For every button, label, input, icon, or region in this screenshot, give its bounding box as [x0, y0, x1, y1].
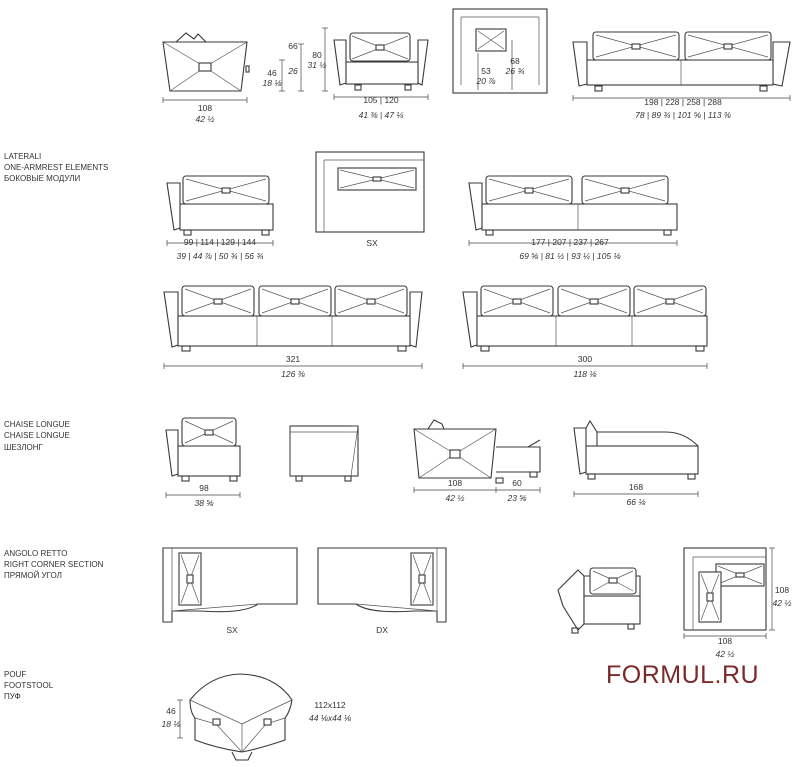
dim-side-cm: 108	[198, 103, 212, 113]
dim-chaise-ext-in: 23 ⅝	[507, 493, 528, 503]
dim-seat53: 53	[481, 66, 491, 76]
dim-sofa-in: 78 | 89 ¾ | 101 ⅝ | 113 ⅜	[635, 110, 732, 120]
three-seat-sofa-front-view-a: 321 126 ⅜	[163, 285, 423, 379]
dim-chaise-cm: 98	[199, 483, 209, 493]
section-angolo-en: RIGHT CORNER SECTION	[4, 560, 104, 569]
dim-h46: 46	[267, 68, 277, 78]
section-lateral-ru: БОКОВЫЕ МОДУЛИ	[4, 174, 80, 183]
section-pouf-en: FOOTSTOOL	[4, 681, 54, 690]
label-sx: SX	[366, 238, 378, 248]
dim-chaise-in: 38 ⅝	[195, 498, 215, 508]
section-chaise-en: CHAISE LONGUE	[4, 431, 70, 440]
label-corner-sx: SX	[226, 625, 238, 635]
armchair-front-view: 105 | 120 41 ⅜ | 47 ¼	[333, 32, 429, 120]
dim-chaise-len-in: 66 ⅛	[627, 497, 647, 507]
dim-h66: 66	[288, 41, 298, 51]
dim-three2-cm: 300	[578, 354, 592, 364]
dim-armchair-cm: 105 | 120	[363, 95, 399, 105]
section-lateral-it: LATERALI	[4, 152, 41, 161]
three-seat-sofa-front-view-b: 300 118 ⅛	[462, 285, 708, 379]
height-dimensions: 46 18 ⅛ 66 26 80 31 ½	[263, 27, 328, 92]
dim-seat68-in: 26 ¾	[505, 66, 525, 76]
chaise-front-view: 98 38 ⅝	[165, 417, 241, 508]
dim-pouf-size-in: 44 ⅛x44 ⅛	[309, 713, 352, 723]
dim-corner-w-cm: 108	[718, 636, 732, 646]
one-arm-element-front-view: 99 | 114 | 129 | 144 39 | 44 ⅞ | 50 ¾ | …	[166, 175, 274, 261]
dim-seat68: 68	[510, 56, 520, 66]
corner-perspective-view	[557, 567, 641, 634]
dim-seat53-in: 20 ⅞	[476, 76, 496, 86]
dim-pouf-h-in: 18 ⅛	[162, 719, 182, 729]
dim-corner-h-in: 42 ½	[773, 598, 792, 608]
section-angolo-ru: ПРЯМОЙ УГОЛ	[4, 571, 62, 580]
pouf-perspective-view: 46 18 ⅛ 112x112 44 ⅛x44 ⅛	[162, 673, 352, 761]
armchair-top-view: 53 20 ⅞ 68 26 ¾	[452, 8, 548, 94]
section-chaise-ru: ШЕЗЛОНГ	[4, 443, 43, 452]
dim-lat1-in: 39 | 44 ⅞ | 50 ¾ | 56 ¾	[177, 251, 264, 261]
dim-sofa-cm: 198 | 228 | 258 | 288	[644, 97, 722, 107]
section-angolo-it: ANGOLO RETTO	[4, 549, 67, 558]
dim-chaise-side-cm: 108	[448, 478, 462, 488]
dim-h80: 80	[312, 50, 322, 60]
chaise-back-view	[289, 425, 359, 482]
dim-three2-in: 118 ⅛	[573, 369, 597, 379]
dim-lat2-in: 69 ⅝ | 81 ½ | 93 ¼ | 105 ⅛	[519, 251, 621, 261]
dim-lat1-cm: 99 | 114 | 129 | 144	[184, 237, 256, 247]
dim-armchair-in: 41 ⅜ | 47 ¼	[359, 110, 404, 120]
section-pouf-it: POUF	[4, 670, 26, 679]
corner-top-view: 108 42 ½ 108 42 ½	[683, 547, 792, 659]
brand-watermark: FORMUL.RU	[606, 661, 759, 689]
dim-h66-in: 26	[287, 66, 298, 76]
dim-three-in: 126 ⅜	[281, 369, 306, 379]
dim-pouf-h: 46	[166, 706, 176, 716]
dim-lat2-cm: 177 | 207 | 237 | 267	[531, 237, 609, 247]
label-corner-dx: DX	[376, 625, 388, 635]
two-seat-one-arm-element-front-view: 177 | 207 | 237 | 267 69 ⅝ | 81 ½ | 93 ¼…	[468, 175, 678, 261]
dim-corner-h-cm: 108	[775, 585, 789, 595]
dim-pouf-size-cm: 112x112	[314, 700, 346, 710]
chaise-long-front-view: 168 66 ⅛	[573, 419, 699, 507]
dim-h80-in: 31 ½	[308, 60, 327, 70]
armchair-side-view: 108 42 ½	[162, 32, 250, 124]
section-chaise-it: CHAISE LONGUE	[4, 420, 70, 429]
dim-chaise-side-in: 42 ½	[446, 493, 465, 503]
corner-top-view-sx: SX	[162, 547, 298, 635]
dim-three-cm: 321	[286, 354, 300, 364]
dim-chaise-len-cm: 168	[629, 482, 643, 492]
section-pouf-ru: ПУФ	[4, 692, 21, 701]
corner-top-view-dx: DX	[317, 547, 447, 635]
dim-h46-in: 18 ⅛	[263, 78, 283, 88]
one-arm-element-top-view-sx: SX	[315, 151, 425, 248]
dim-corner-w-in: 42 ½	[716, 649, 735, 659]
sofa-two-seat-front-view: 198 | 228 | 258 | 288 78 | 89 ¾ | 101 ⅝ …	[572, 31, 791, 120]
dim-chaise-ext-cm: 60	[512, 478, 522, 488]
chaise-side-view: 108 42 ½ 60 23 ⅝	[413, 419, 541, 503]
section-lateral-en: ONE-ARMREST ELEMENTS	[4, 163, 108, 172]
dim-side-in: 42 ½	[196, 114, 215, 124]
